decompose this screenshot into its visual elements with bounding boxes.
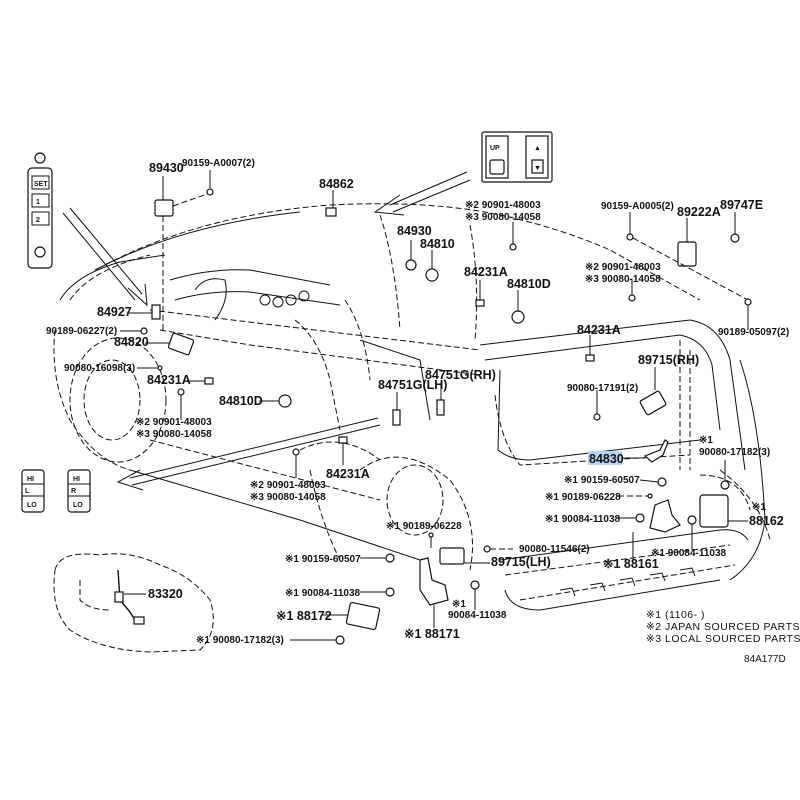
seat-heater-switch-left: HI L LO <box>21 469 45 513</box>
tilt-up-arrow: ▲ <box>534 145 541 152</box>
legend-note-2: ※2 JAPAN SOURCED PARTS <box>646 621 800 633</box>
label-90159-60507-left[interactable]: ※1 90159-60507 <box>285 554 361 565</box>
svg-text:L: L <box>25 488 30 495</box>
label-84810D-left[interactable]: 84810D <box>219 394 263 408</box>
label-84751G-LH[interactable]: 84751G(LH) <box>378 378 447 392</box>
label-83320[interactable]: 83320 <box>148 587 183 601</box>
label-84231A-center[interactable]: 84231A <box>326 467 370 481</box>
label-90080-16098[interactable]: 90080-16098(3) <box>64 363 135 374</box>
label-90159-60507-right[interactable]: ※1 90159-60507 <box>564 475 640 486</box>
label-90901-48003-d[interactable]: ※2 90901-48003 <box>250 480 326 491</box>
svg-text:R: R <box>71 488 76 495</box>
memory-set-button: SET <box>34 181 48 188</box>
label-90080-17182-right[interactable]: 90080-17182(3) <box>699 447 770 458</box>
label-84231A-left[interactable]: 84231A <box>147 373 191 387</box>
label-note-1-b: ※1 <box>752 502 766 513</box>
label-90901-48003-a[interactable]: ※2 90901-48003 <box>465 200 541 211</box>
label-88162[interactable]: 88162 <box>749 514 784 528</box>
legend-note-1: ※1 (1106- ) <box>646 609 705 621</box>
memory-switch-inset: SET 1 2 <box>27 152 53 269</box>
tilt-down-arrow: ▼ <box>534 165 541 172</box>
label-90189-05097[interactable]: 90189-05097(2) <box>718 327 789 338</box>
label-90189-06228-left[interactable]: ※1 90189-06228 <box>386 521 462 532</box>
tilt-switch-inset: UP ▲ ▼ <box>481 131 553 183</box>
label-89430[interactable]: 89430 <box>149 161 184 175</box>
label-84830[interactable]: 84830 <box>589 452 624 466</box>
diagram-code: 84A177D <box>744 654 786 665</box>
svg-text:LO: LO <box>73 502 83 509</box>
label-90080-11546[interactable]: 90080-11546(2) <box>519 544 590 555</box>
label-88161[interactable]: ※1 88161 <box>603 557 659 571</box>
label-89222A[interactable]: 89222A <box>677 205 721 219</box>
label-90084-11038-d[interactable]: 90084-11038 <box>448 610 507 621</box>
label-90159-A0005[interactable]: 90159-A0005(2) <box>601 201 674 212</box>
label-90080-14058-b[interactable]: ※3 90080-14058 <box>585 274 661 285</box>
legend-note-3: ※3 LOCAL SOURCED PARTS <box>646 633 800 645</box>
label-89747E[interactable]: 89747E <box>720 198 763 212</box>
label-84231A-top[interactable]: 84231A <box>464 265 508 279</box>
tilt-up-button: UP <box>490 145 500 152</box>
label-90080-14058-d[interactable]: ※3 90080-14058 <box>250 492 326 503</box>
seat-heater-switch-right: HI R LO <box>67 469 91 513</box>
label-84810[interactable]: 84810 <box>420 237 455 251</box>
inset-arrows <box>62 171 471 491</box>
label-90084-11038-a[interactable]: ※1 90084-11038 <box>545 514 621 525</box>
part-shapes <box>114 170 752 645</box>
label-90084-11038-b[interactable]: ※1 90084-11038 <box>651 548 727 559</box>
svg-text:HI: HI <box>73 476 80 483</box>
part-labels: 89430 90159-A0007(2) 84862 ※2 90901-4800… <box>46 158 789 646</box>
label-90159-A0007[interactable]: 90159-A0007(2) <box>182 158 255 169</box>
label-90189-06227[interactable]: 90189-06227(2) <box>46 326 117 337</box>
svg-text:LO: LO <box>27 502 37 509</box>
memory-2-button: 2 <box>36 217 40 224</box>
label-84927[interactable]: 84927 <box>97 305 132 319</box>
label-88172[interactable]: ※1 88172 <box>276 609 332 623</box>
label-90080-17182-left[interactable]: ※1 90080-17182(3) <box>196 635 284 646</box>
label-90080-17191[interactable]: 90080-17191(2) <box>567 383 638 394</box>
label-90080-14058-a[interactable]: ※3 90080-14058 <box>465 212 541 223</box>
label-90901-48003-b[interactable]: ※2 90901-48003 <box>585 262 661 273</box>
label-90080-14058-c[interactable]: ※3 90080-14058 <box>136 429 212 440</box>
memory-1-button: 1 <box>36 199 40 206</box>
label-88171[interactable]: ※1 88171 <box>404 627 460 641</box>
vehicle-outline <box>53 203 771 653</box>
svg-text:HI: HI <box>27 476 34 483</box>
label-84820[interactable]: 84820 <box>114 335 149 349</box>
label-84862[interactable]: 84862 <box>319 177 354 191</box>
label-90189-06228-right[interactable]: ※1 90189-06228 <box>545 492 621 503</box>
label-90901-48003-c[interactable]: ※2 90901-48003 <box>136 417 212 428</box>
legend: ※1 (1106- ) ※2 JAPAN SOURCED PARTS ※3 LO… <box>646 609 800 645</box>
label-84231A-rear[interactable]: 84231A <box>577 323 621 337</box>
label-89715-RH[interactable]: 89715(RH) <box>638 353 699 367</box>
highlight-84830 <box>588 451 622 465</box>
label-90084-11038-c[interactable]: ※1 90084-11038 <box>285 588 361 599</box>
label-84810D-top[interactable]: 84810D <box>507 277 551 291</box>
label-84751G-RH[interactable]: 84751G(RH) <box>425 368 496 382</box>
label-89715-LH[interactable]: 89715(LH) <box>491 555 551 569</box>
label-84930[interactable]: 84930 <box>397 224 432 238</box>
label-note-1-c: ※1 <box>452 599 466 610</box>
label-note-1-a: ※1 <box>699 435 713 446</box>
